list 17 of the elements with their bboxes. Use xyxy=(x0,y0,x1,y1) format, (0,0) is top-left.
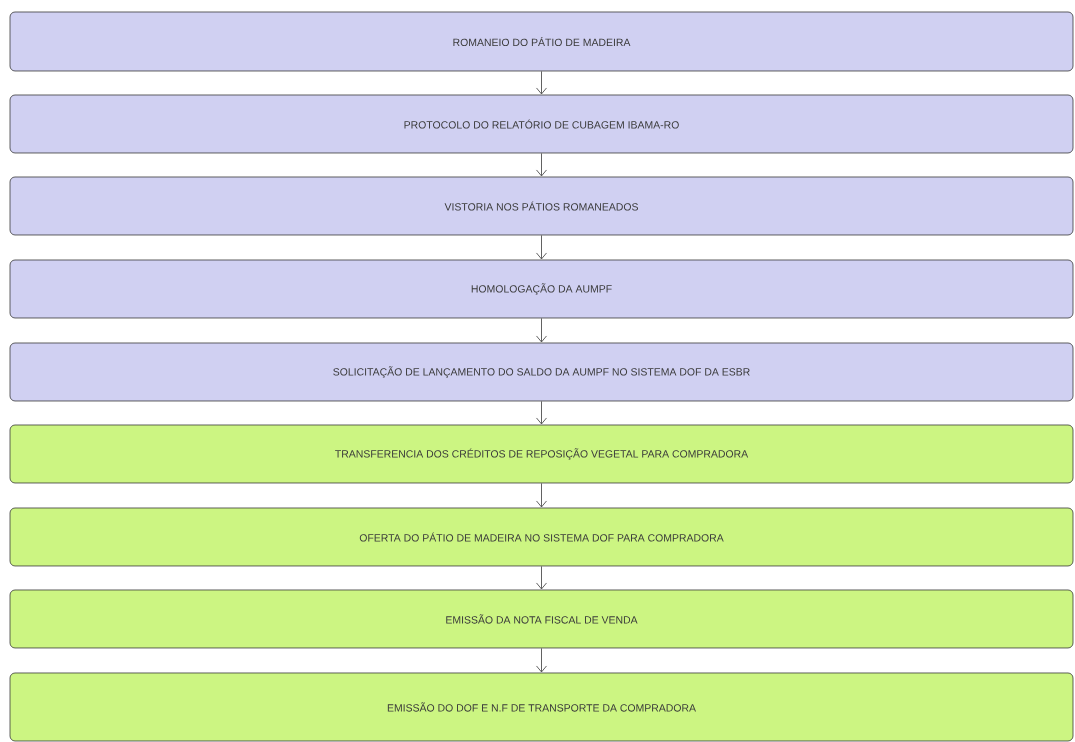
process-box: VISTORIA NOS PÁTIOS ROMANEADOS xyxy=(9,176,1074,236)
arrow xyxy=(536,566,547,590)
process-box: EMISSÃO DO DOF E N.F DE TRANSPORTE DA COMPRADORA xyxy=(9,672,1074,742)
arrow xyxy=(536,401,547,425)
process-box: OFERTA DO PÁTIO DE MADEIRA NO SISTEMA DOF PARA COMPRADORA xyxy=(9,507,1074,567)
arrow xyxy=(536,235,547,260)
process-box: ROMANEIO DO PÁTIO DE MADEIRA xyxy=(9,11,1074,72)
process-box: TRANSFERENCIA DOS CRÉDITOS DE REPOSIÇÃO VEGETAL PARA COMPRADORA xyxy=(9,424,1074,484)
process-box: PROTOCOLO DO RELATÓRIO DE CUBAGEM IBAMA-RO xyxy=(9,94,1074,154)
arrow xyxy=(536,483,547,508)
process-box: SOLICITAÇÃO DE LANÇAMENTO DO SALDO DA AUMPF NO SISTEMA DOF DA ESBR xyxy=(9,342,1074,402)
arrow xyxy=(536,71,547,95)
process-box: HOMOLOGAÇÃO DA AUMPF xyxy=(9,259,1074,319)
arrow xyxy=(536,153,547,177)
arrow xyxy=(536,648,547,673)
arrow xyxy=(536,318,547,343)
process-box: EMISSÃO DA NOTA FISCAL DE VENDA xyxy=(9,589,1074,649)
